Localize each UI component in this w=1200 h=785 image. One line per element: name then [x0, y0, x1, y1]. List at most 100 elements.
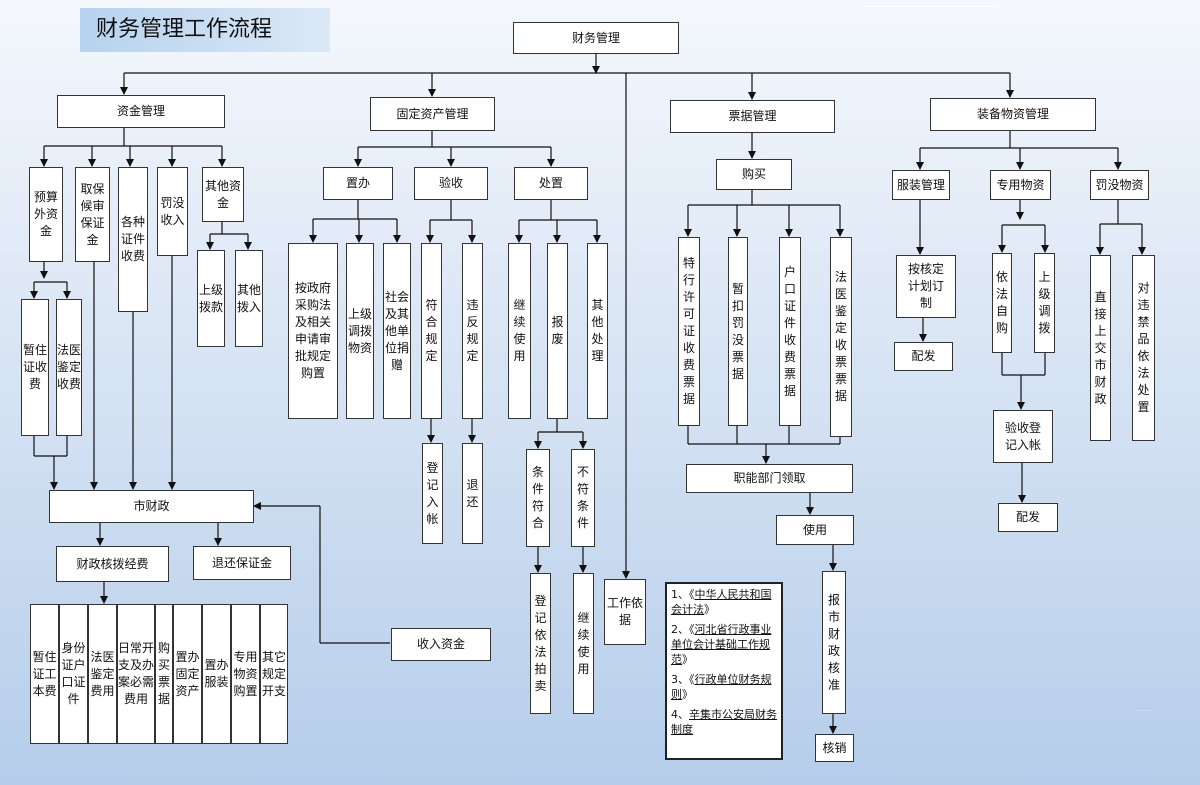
node-label: 依法自购 — [995, 270, 1008, 335]
node-label: 继续使用 — [577, 610, 590, 676]
node-label: 置办固定资产 — [175, 649, 200, 698]
node-gov-procurement: 按政府采购法及相关申请审批规定购置 — [288, 243, 338, 419]
node-superior-allot: 上级调拨 — [1034, 253, 1055, 353]
basis-prefix: 2、《 — [671, 623, 695, 636]
node-superior-allocation: 上级拨款 — [197, 250, 225, 347]
node-label: 违反规定 — [466, 298, 479, 363]
node-clothing: 服装管理 — [892, 170, 950, 200]
node-label: 法医鉴定收票票据 — [834, 270, 847, 403]
node-expense-daily: 日常开支及办案必需费用 — [117, 604, 155, 744]
node-label: 其他资金 — [204, 178, 241, 210]
node-continue-use: 继续使用 — [508, 243, 531, 419]
node-label: 工作依据 — [606, 596, 643, 627]
node-label: 身份证户口证件 — [61, 641, 86, 706]
basis-title: 辛集市公安局财务制度 — [671, 708, 777, 736]
node-label: 法医鉴定收费 — [57, 343, 82, 391]
node-cancel: 核销 — [815, 734, 854, 762]
node-superior-transfer: 上级调拨物资 — [346, 243, 374, 419]
node-condition-met: 条件符合 — [526, 449, 550, 547]
node-compliant: 符合规定 — [421, 243, 442, 419]
node-scrap: 报废 — [547, 243, 568, 419]
basis-title: 中华人民共和国会计法 — [671, 588, 772, 616]
node-expense-id-cards: 身份证户口证件 — [59, 604, 88, 744]
node-label: 上级调拨物资 — [347, 306, 372, 355]
node-contraband-disposal: 对违禁品依法处置 — [1132, 255, 1155, 441]
basis-title: 河北省行政事业单位会计基础工作规范 — [671, 623, 772, 666]
node-label: 上级调拨 — [1038, 270, 1051, 335]
node-other-funds: 其他资金 — [202, 167, 244, 222]
basis-suffix: 》 — [682, 653, 693, 666]
node-expense-other: 其它规定开支 — [260, 604, 288, 744]
node-label: 退还 — [466, 477, 479, 509]
node-accept-register: 验收登记入帐 — [993, 410, 1053, 463]
node-expense-special-supplies: 专用物资购置 — [231, 604, 260, 744]
node-license-tickets: 特行许可证收费票据 — [678, 237, 700, 426]
node-label: 登记入帐 — [426, 460, 439, 526]
node-register-account: 登记入帐 — [422, 443, 443, 544]
work-basis-list: 1、《中华人民共和国会计法》 2、《河北省行政事业单位会计基础工作规范》 3、《… — [665, 582, 783, 760]
node-income-funds: 收入资金 — [391, 628, 491, 661]
node-expense-forensic: 法医鉴定费用 — [88, 604, 117, 744]
node-city-finance: 市财政 — [49, 490, 254, 523]
basis-prefix: 4、 — [671, 708, 689, 721]
node-donation: 社会及其他单位捐赠 — [383, 243, 411, 419]
node-label: 购买票据 — [157, 641, 170, 706]
node-label: 直接上交市财政 — [1094, 289, 1107, 406]
node-label: 上级拨款 — [198, 282, 223, 314]
node-expense-tickets: 购买票据 — [155, 604, 173, 744]
node-label: 罚没收入 — [160, 195, 185, 227]
node-special-distribute: 配发 — [998, 503, 1058, 532]
basis-prefix: 3、《 — [671, 673, 695, 686]
node-tickets: 票据管理 — [670, 100, 835, 133]
node-acceptance: 验收 — [414, 167, 488, 200]
node-label: 法医鉴定费用 — [90, 649, 115, 698]
node-purchase: 置办 — [323, 167, 393, 200]
node-label: 预算外资金 — [33, 190, 58, 238]
node-equipment: 装备物资管理 — [930, 98, 1096, 131]
node-label: 暂住证工本费 — [32, 649, 57, 698]
node-label: 继续使用 — [513, 298, 526, 363]
side-accent-line — [1133, 710, 1157, 711]
basis-suffix: 》 — [704, 603, 715, 616]
node-submit-finance: 直接上交市财政 — [1090, 255, 1111, 441]
node-label: 按核定计划订制 — [907, 262, 944, 310]
node-label: 社会及其他单位捐赠 — [384, 289, 409, 372]
node-household-tickets: 户口证件收费票据 — [779, 237, 801, 426]
node-confiscation-income: 罚没收入 — [157, 167, 188, 256]
node-label: 户口证件收费票据 — [783, 264, 796, 398]
node-label: 其他处理 — [591, 298, 604, 363]
basis-item: 2、《河北省行政事业单位会计基础工作规范》 — [671, 622, 777, 667]
node-report-finance: 报市财政核准 — [822, 571, 846, 714]
node-label: 特行许可证收费票据 — [682, 256, 695, 406]
node-clothing-distribute: 配发 — [894, 342, 953, 371]
node-certificate-fees: 各种证件收费 — [118, 167, 148, 312]
node-buy: 购买 — [716, 159, 792, 190]
node-confiscation-tickets: 暂扣罚没票据 — [728, 237, 748, 426]
node-label: 暂扣罚没票据 — [731, 281, 744, 381]
node-noncompliant: 违反规定 — [462, 243, 483, 419]
node-expense-temp-residence: 暂住证工本费 — [30, 604, 59, 744]
basis-item: 1、《中华人民共和国会计法》 — [671, 587, 777, 617]
node-root: 财务管理 — [513, 22, 679, 54]
node-fixed-assets: 固定资产管理 — [370, 97, 495, 131]
basis-item: 3、《行政单位财务规则》 — [671, 672, 777, 702]
node-other-income: 其他拨入 — [235, 250, 263, 347]
node-label: 不符条件 — [576, 465, 589, 530]
node-bail-deposit: 取保候审保证金 — [75, 167, 110, 262]
node-label: 验收登记入帐 — [1004, 420, 1041, 452]
node-label: 报废 — [551, 315, 564, 346]
node-label: 日常开支及办案必需费用 — [118, 641, 155, 706]
node-self-purchase: 依法自购 — [992, 253, 1012, 353]
basis-suffix: 》 — [682, 688, 693, 701]
node-label: 其它规定开支 — [261, 649, 286, 698]
basis-item: 4、辛集市公安局财务制度 — [671, 707, 777, 737]
node-refund-deposit: 退还保证金 — [193, 546, 291, 580]
node-forensic-tickets: 法医鉴定收票票据 — [830, 237, 852, 437]
node-label: 按政府采购法及相关申请审批规定购置 — [294, 281, 331, 380]
node-label: 登记依法拍卖 — [534, 593, 547, 693]
node-label: 专用物资购置 — [233, 649, 258, 698]
node-label: 报市财政核准 — [827, 592, 840, 692]
node-expense-fixed-assets: 置办固定资产 — [173, 604, 202, 744]
basis-title: 行政单位财务规则 — [671, 673, 772, 701]
